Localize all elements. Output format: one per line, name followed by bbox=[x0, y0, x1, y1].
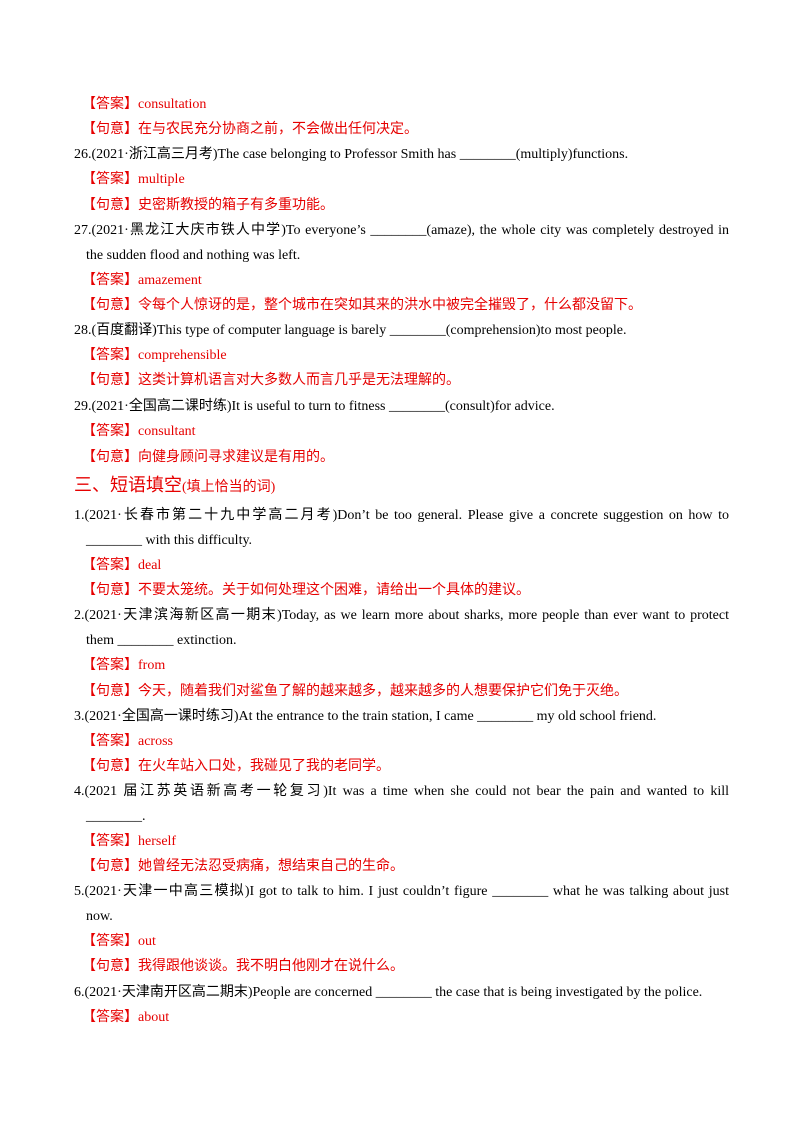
question-2-cont: them ________ extinction. bbox=[86, 633, 237, 648]
meaning-line: 【句意】不要太笼统。关于如何处理这个困难，请给出一个具体的建议。 bbox=[82, 582, 530, 600]
answer-label: 【答案】 bbox=[82, 558, 138, 573]
meaning-label: 【句意】 bbox=[82, 122, 138, 137]
question-27: 27.(2021·黑龙江大庆市铁人中学)To everyone’s ______… bbox=[74, 223, 729, 238]
meaning-line: 【句意】她曾经无法忍受病痛，想结束自己的生命。 bbox=[82, 858, 404, 876]
answer-text: across bbox=[138, 734, 173, 749]
question-26: 26.(2021·浙江高三月考)The case belonging to Pr… bbox=[74, 147, 629, 162]
question-2: 2.(2021·天津滨海新区高一期末)Today, as we learn mo… bbox=[74, 608, 729, 623]
answer-line: 【答案】consultant bbox=[82, 423, 196, 441]
answer-line: 【答案】amazement bbox=[82, 272, 202, 290]
section-heading: 三、短语填空(填上恰当的词) bbox=[74, 474, 275, 499]
question-1: 1.(2021·长春市第二十九中学高二月考)Don’t be too gener… bbox=[74, 508, 729, 523]
meaning-label: 【句意】 bbox=[82, 198, 138, 213]
answer-label: 【答案】 bbox=[82, 934, 138, 949]
meaning-text: 她曾经无法忍受病痛，想结束自己的生命。 bbox=[138, 859, 404, 874]
answer-label: 【答案】 bbox=[82, 273, 138, 288]
answer-text: consultant bbox=[138, 424, 196, 439]
question-5-cont: now. bbox=[86, 909, 113, 924]
meaning-line: 【句意】我得跟他谈谈。我不明白他刚才在说什么。 bbox=[82, 958, 404, 976]
answer-label: 【答案】 bbox=[82, 348, 138, 363]
question-5: 5.(2021·天津一中高三模拟)I got to talk to him. I… bbox=[74, 884, 729, 899]
question-4-cont: ________. bbox=[86, 809, 146, 824]
answer-text: from bbox=[138, 658, 166, 673]
meaning-line: 【句意】今天，随着我们对鲨鱼了解的越来越多，越来越多的人想要保护它们免于灭绝。 bbox=[82, 683, 628, 701]
meaning-text: 我得跟他谈谈。我不明白他刚才在说什么。 bbox=[138, 959, 404, 974]
meaning-line: 【句意】史密斯教授的箱子有多重功能。 bbox=[82, 197, 334, 215]
meaning-line: 【句意】这类计算机语言对大多数人而言几乎是无法理解的。 bbox=[82, 372, 460, 390]
meaning-line: 【句意】令每个人惊讶的是，整个城市在突如其来的洪水中被完全摧毁了，什么都没留下。 bbox=[82, 297, 642, 315]
meaning-label: 【句意】 bbox=[82, 959, 138, 974]
answer-line: 【答案】deal bbox=[82, 557, 161, 575]
section-subtitle: (填上恰当的词) bbox=[182, 480, 276, 495]
answer-text: amazement bbox=[138, 273, 202, 288]
answer-text: multiple bbox=[138, 172, 185, 187]
meaning-line: 【句意】在与农民充分协商之前，不会做出任何决定。 bbox=[82, 121, 418, 139]
answer-line: 【答案】herself bbox=[82, 833, 176, 851]
answer-line: 【答案】out bbox=[82, 933, 156, 951]
question-27-cont: the sudden flood and nothing was left. bbox=[86, 248, 301, 263]
meaning-label: 【句意】 bbox=[82, 759, 138, 774]
answer-line: 【答案】consultation bbox=[82, 96, 206, 114]
answer-label: 【答案】 bbox=[82, 172, 138, 187]
answer-label: 【答案】 bbox=[82, 734, 138, 749]
meaning-label: 【句意】 bbox=[82, 684, 138, 699]
answer-label: 【答案】 bbox=[82, 424, 138, 439]
answer-text: consultation bbox=[138, 97, 207, 112]
question-4: 4.(2021 届江苏英语新高考一轮复习)It was a time when … bbox=[74, 784, 729, 799]
meaning-text: 在与农民充分协商之前，不会做出任何决定。 bbox=[138, 122, 418, 137]
answer-line: 【答案】multiple bbox=[82, 171, 185, 189]
answer-text: about bbox=[138, 1010, 170, 1025]
meaning-text: 这类计算机语言对大多数人而言几乎是无法理解的。 bbox=[138, 373, 460, 388]
answer-line: 【答案】about bbox=[82, 1009, 169, 1027]
answer-label: 【答案】 bbox=[82, 97, 138, 112]
meaning-text: 今天，随着我们对鲨鱼了解的越来越多，越来越多的人想要保护它们免于灭绝。 bbox=[138, 684, 628, 699]
question-1-cont: ________ with this difficulty. bbox=[86, 533, 253, 548]
answer-text: out bbox=[138, 934, 156, 949]
meaning-label: 【句意】 bbox=[82, 583, 138, 598]
question-29: 29.(2021·全国高二课时练)It is useful to turn to… bbox=[74, 399, 555, 414]
answer-text: deal bbox=[138, 558, 162, 573]
meaning-text: 不要太笼统。关于如何处理这个困难，请给出一个具体的建议。 bbox=[138, 583, 530, 598]
meaning-text: 令每个人惊讶的是，整个城市在突如其来的洪水中被完全摧毁了，什么都没留下。 bbox=[138, 298, 642, 313]
meaning-label: 【句意】 bbox=[82, 450, 138, 465]
answer-text: herself bbox=[138, 834, 177, 849]
answer-text: comprehensible bbox=[138, 348, 227, 363]
answer-line: 【答案】comprehensible bbox=[82, 347, 227, 365]
meaning-text: 在火车站入口处，我碰见了我的老同学。 bbox=[138, 759, 390, 774]
meaning-text: 史密斯教授的箱子有多重功能。 bbox=[138, 198, 334, 213]
meaning-label: 【句意】 bbox=[82, 859, 138, 874]
question-28: 28.(百度翻译)This type of computer language … bbox=[74, 323, 627, 338]
question-6: 6.(2021·天津南开区高二期末)People are concerned _… bbox=[74, 985, 703, 1000]
question-3: 3.(2021·全国高一课时练习)At the entrance to the … bbox=[74, 709, 657, 724]
answer-label: 【答案】 bbox=[82, 1010, 138, 1025]
meaning-line: 【句意】向健身顾问寻求建议是有用的。 bbox=[82, 449, 334, 467]
meaning-text: 向健身顾问寻求建议是有用的。 bbox=[138, 450, 334, 465]
meaning-label: 【句意】 bbox=[82, 298, 138, 313]
answer-line: 【答案】across bbox=[82, 733, 173, 751]
answer-line: 【答案】from bbox=[82, 657, 165, 675]
meaning-line: 【句意】在火车站入口处，我碰见了我的老同学。 bbox=[82, 758, 390, 776]
section-title: 三、短语填空 bbox=[74, 475, 182, 495]
answer-label: 【答案】 bbox=[82, 834, 138, 849]
answer-label: 【答案】 bbox=[82, 658, 138, 673]
meaning-label: 【句意】 bbox=[82, 373, 138, 388]
